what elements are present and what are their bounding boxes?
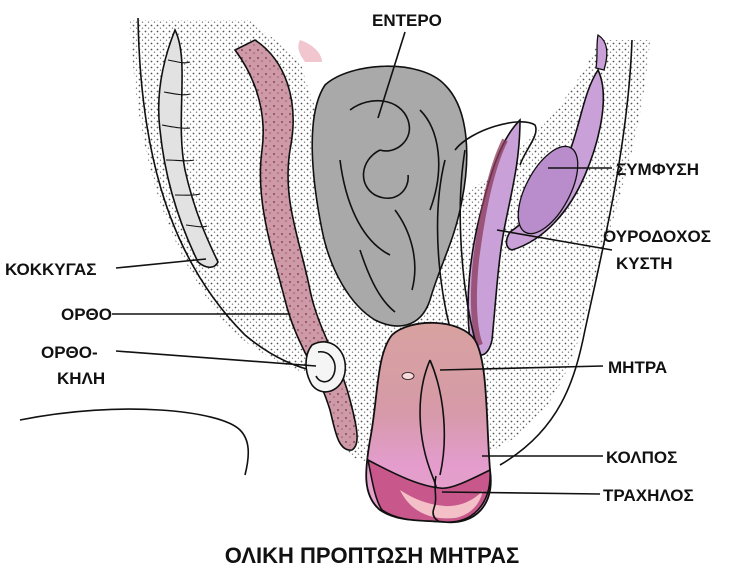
label-entero: ΕΝΤΕΡΟ: [372, 11, 442, 30]
label-ourodoxos-1: ΟΥΡΟΔΟΧΟΣ: [603, 227, 711, 246]
label-orthokili-2: ΚΗΛΗ: [57, 369, 105, 388]
label-ortho: ΟΡΘΟ: [61, 305, 112, 324]
label-kokkygas: ΚΟΚΚΥΓΑΣ: [5, 260, 96, 279]
body-contour-lower: [20, 409, 248, 475]
label-symfysi: ΣΥΜΦΥΣΗ: [616, 160, 699, 179]
label-mitra: ΜΗΤΡΑ: [608, 358, 667, 377]
rectocele: [306, 342, 345, 392]
label-kolpos: ΚΟΛΠΟΣ: [606, 448, 677, 467]
uterus-marker: [402, 373, 414, 380]
label-trachilos: ΤΡΑΧΗΛΟΣ: [603, 486, 694, 505]
figure-caption: ΟΛΙΚΗ ΠΡΟΠΤΩΣΗ ΜΗΤΡΑΣ: [225, 543, 519, 568]
label-ourodoxos-2: ΚΥΣΤΗ: [616, 254, 672, 273]
label-orthokili-1: ΟΡΘΟ-: [41, 343, 98, 362]
rectum-pale-top: [298, 40, 322, 62]
